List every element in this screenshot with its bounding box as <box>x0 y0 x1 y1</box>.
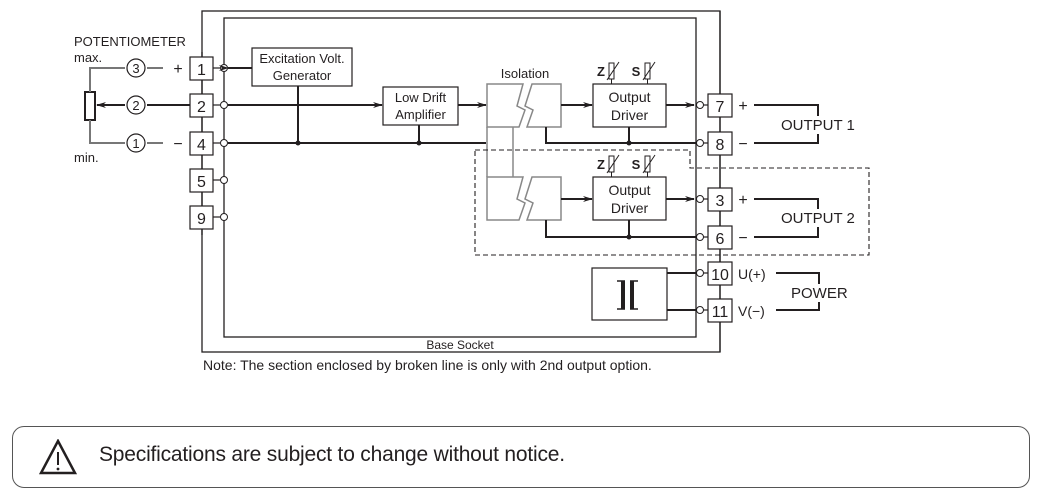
svg-text:Excitation Volt.: Excitation Volt. <box>259 51 344 66</box>
svg-text:9: 9 <box>197 211 206 228</box>
output-1-label: OUTPUT 1 <box>781 117 855 134</box>
wire-marker-1-label: 1 <box>132 136 139 151</box>
left-terminal-9: 9 <box>189 205 214 230</box>
sign-terminal-6: − <box>738 230 747 247</box>
svg-text:Z: Z <box>597 64 605 79</box>
left-terminal-5: 5 <box>189 168 214 193</box>
wire-marker-3 <box>126 58 146 78</box>
svg-text:Amplifier: Amplifier <box>395 107 446 122</box>
right-terminal-10: 10 <box>707 261 733 286</box>
svg-text:Driver: Driver <box>611 107 649 123</box>
span-adjust-potentiometer-2: S <box>632 154 656 177</box>
block-diagram: Base Socket POTENTIOMETER max. min. 3 2 … <box>74 10 870 373</box>
warning-triangle-icon <box>39 439 77 475</box>
right-terminal-11: 11 <box>707 298 733 323</box>
sign-terminal-11: V(−) <box>738 303 765 319</box>
potentiometer-max-label: max. <box>74 50 102 65</box>
notice-box: Specifications are subject to change wit… <box>12 426 1030 488</box>
svg-text:7: 7 <box>716 99 725 116</box>
power-transformer-block <box>591 267 668 321</box>
potentiometer-resistor <box>84 91 96 121</box>
svg-text:Output: Output <box>608 89 650 105</box>
span-adjust-potentiometer-1: S <box>632 61 656 84</box>
output-driver-2-block: Output Driver <box>592 176 667 221</box>
sign-terminal-3: + <box>738 192 747 209</box>
wire-marker-2 <box>126 95 146 115</box>
svg-text:4: 4 <box>197 137 206 154</box>
sign-terminal-10: U(+) <box>738 266 766 282</box>
svg-text:6: 6 <box>716 231 725 248</box>
left-terminal-1: 1 <box>189 56 214 81</box>
sign-terminal-7: + <box>738 98 747 115</box>
potentiometer-title: POTENTIOMETER <box>74 34 186 49</box>
wire-marker-3-label: 3 <box>132 61 139 76</box>
zero-adjust-potentiometer-2: Z <box>597 154 620 177</box>
right-terminal-6: 6 <box>707 225 733 250</box>
svg-text:1: 1 <box>197 62 206 79</box>
isolation-label: Isolation <box>501 66 549 81</box>
excitation-voltage-generator-block: Excitation Volt. Generator <box>251 47 353 87</box>
svg-text:Output: Output <box>608 182 650 198</box>
right-terminal-7: 7 <box>707 93 733 118</box>
output-2-label: OUTPUT 2 <box>781 210 855 227</box>
right-terminal-3: 3 <box>707 187 733 212</box>
sign-minus-4: − <box>173 136 182 153</box>
sign-terminal-8: − <box>738 136 747 153</box>
svg-text:Z: Z <box>597 157 605 172</box>
low-drift-amplifier-block: Low Drift Amplifier <box>382 86 459 126</box>
isolation-barrier-2 <box>486 176 562 221</box>
base-socket-label: Base Socket <box>426 338 494 352</box>
wire-marker-2-label: 2 <box>132 98 139 113</box>
svg-text:8: 8 <box>716 137 725 154</box>
left-terminal-4: 4 <box>189 131 214 156</box>
svg-text:11: 11 <box>712 304 729 321</box>
svg-text:5: 5 <box>197 174 206 191</box>
svg-text:S: S <box>632 64 641 79</box>
option-boundary-dashed <box>474 149 870 256</box>
diagram-note: Note: The section enclosed by broken lin… <box>203 357 652 373</box>
svg-text:2: 2 <box>197 99 206 116</box>
left-terminal-2: 2 <box>189 93 214 118</box>
notice-text: Specifications are subject to change wit… <box>99 443 565 466</box>
output-driver-1-block: Output Driver <box>592 83 667 128</box>
svg-text:3: 3 <box>716 193 725 210</box>
right-terminal-8: 8 <box>707 131 733 156</box>
isolation-barrier-1 <box>486 83 562 128</box>
svg-text:Low Drift: Low Drift <box>395 90 447 105</box>
zero-adjust-potentiometer-1: Z <box>597 61 620 84</box>
svg-text:S: S <box>632 157 641 172</box>
power-label: POWER <box>791 285 848 302</box>
potentiometer-min-label: min. <box>74 150 99 165</box>
wire-marker-1 <box>126 133 146 153</box>
svg-text:Driver: Driver <box>611 200 649 216</box>
sign-plus-1: + <box>173 61 182 78</box>
svg-text:10: 10 <box>711 267 729 284</box>
svg-text:Generator: Generator <box>273 68 332 83</box>
